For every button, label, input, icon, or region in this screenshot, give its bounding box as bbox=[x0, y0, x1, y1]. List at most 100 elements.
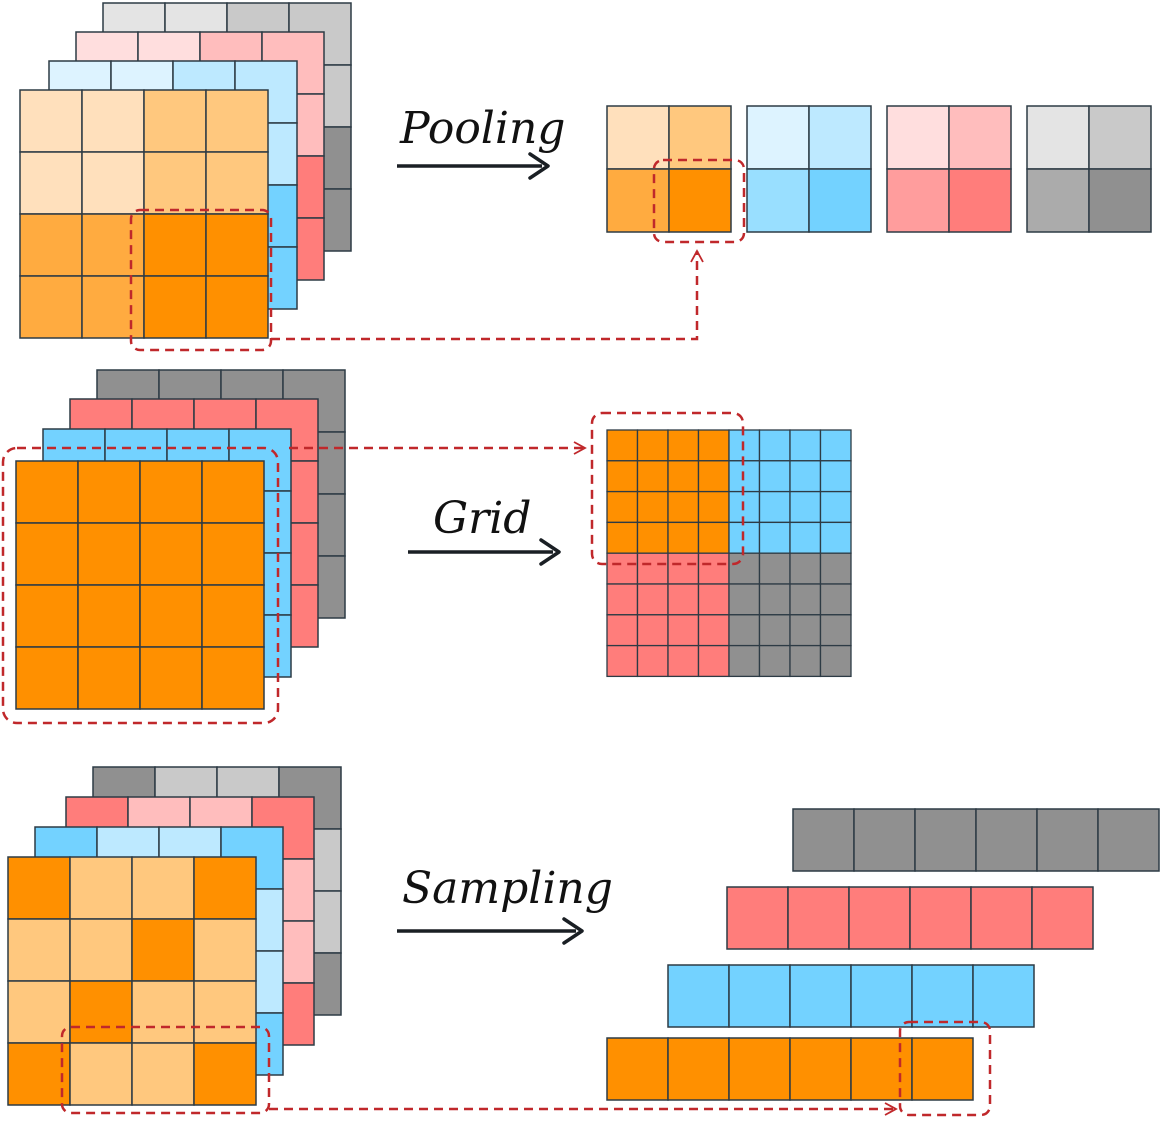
sampled-sequence-red-cell bbox=[787, 886, 850, 950]
grid-mosaic-cell bbox=[636, 429, 669, 462]
sampled-sequence-blue-cell bbox=[850, 964, 913, 1028]
pooling-layer-orange-cell bbox=[205, 151, 269, 215]
pooled-map-red-cell bbox=[886, 168, 950, 233]
sampled-sequence-red-cell bbox=[1031, 886, 1094, 950]
sampling-layer-orange-cell bbox=[69, 980, 133, 1044]
grid-mosaic-cell bbox=[819, 521, 852, 554]
grid-layer-orange-cell bbox=[77, 584, 141, 648]
pooled-map-orange-cell bbox=[668, 168, 732, 233]
sampled-sequence-orange-cell bbox=[728, 1037, 791, 1101]
pooled-map-red-cell bbox=[948, 105, 1012, 170]
sampled-sequence-blue-cell bbox=[667, 964, 730, 1028]
grid-mosaic-cell bbox=[667, 429, 700, 462]
sampled-sequence-gray-cell bbox=[1036, 808, 1099, 872]
grid-mosaic-cell bbox=[758, 429, 791, 462]
sampling-input-stack bbox=[7, 766, 342, 1106]
sampled-sequence-orange-cell bbox=[789, 1037, 852, 1101]
grid-mosaic-cell bbox=[758, 460, 791, 493]
grid-mosaic-cell bbox=[636, 552, 669, 585]
grid-mosaic-cell bbox=[758, 521, 791, 554]
pooled-map-red bbox=[886, 105, 1012, 233]
sampled-sequence-blue-cell bbox=[972, 964, 1035, 1028]
grid-mosaic-cell bbox=[789, 490, 822, 524]
grid-mosaic-cell bbox=[789, 583, 822, 616]
pooled-map-blue-cell bbox=[808, 168, 872, 233]
grid-section: Grid bbox=[1, 369, 852, 725]
pooled-map-gray bbox=[1026, 105, 1152, 233]
sampling-layer-orange-cell bbox=[131, 980, 195, 1044]
pooling-input-stack bbox=[19, 2, 352, 339]
sampled-sequence-blue-cell bbox=[911, 964, 974, 1028]
sampled-sequence-gray-cell bbox=[792, 808, 855, 872]
grid-mosaic-cell bbox=[697, 429, 730, 462]
grid-layer-orange-cell bbox=[201, 646, 265, 710]
grid-mosaic-cell bbox=[606, 552, 639, 585]
grid-mosaic-cell bbox=[697, 490, 730, 524]
sampled-sequence-orange-cell bbox=[850, 1037, 913, 1101]
pooling-layer-orange-cell bbox=[81, 151, 145, 215]
grid-layer-orange-cell bbox=[139, 460, 203, 524]
grid-mosaic-cell bbox=[606, 490, 639, 524]
grid-mosaic-cell bbox=[758, 644, 791, 678]
pooling-highlight bbox=[129, 158, 746, 352]
grid-mosaic-cell bbox=[758, 583, 791, 616]
grid-mosaic-cell bbox=[819, 552, 852, 585]
grid-mosaic-cell bbox=[697, 521, 730, 554]
grid-mosaic-cell bbox=[606, 644, 639, 678]
pooling-layer-orange-cell bbox=[81, 275, 145, 339]
pooling-layer-orange bbox=[19, 89, 269, 339]
grid-layer-orange-cell bbox=[15, 460, 79, 524]
grid-mosaic-cell bbox=[697, 583, 730, 616]
grid-mosaic-cell bbox=[697, 644, 730, 678]
sampling-layer-orange-cell bbox=[7, 856, 71, 920]
sampling-layer-orange-cell bbox=[193, 980, 257, 1044]
grid-mosaic-cell bbox=[789, 552, 822, 585]
grid-mosaic-cell bbox=[819, 490, 852, 524]
grid-mosaic-cell bbox=[636, 521, 669, 554]
sampled-sequence-gray-cell bbox=[853, 808, 916, 872]
grid-layer-orange-cell bbox=[201, 460, 265, 524]
sampled-sequence-orange-cell bbox=[606, 1037, 669, 1101]
grid-mosaic-cell bbox=[819, 460, 852, 493]
grid-mosaic-cell bbox=[636, 460, 669, 493]
sampling-layer-orange-cell bbox=[193, 856, 257, 920]
grid-layer-orange-cell bbox=[15, 522, 79, 586]
sampling-layer-orange-cell bbox=[7, 918, 71, 982]
grid-mosaic bbox=[606, 429, 852, 678]
pooling-section: Pooling bbox=[19, 2, 1152, 352]
pooled-map-gray-cell bbox=[1088, 105, 1152, 170]
grid-mosaic-cell bbox=[789, 429, 822, 462]
pooled-map-blue-cell bbox=[746, 105, 810, 170]
sampled-sequence-orange bbox=[606, 1037, 974, 1101]
pooled-map-gray-cell bbox=[1026, 105, 1090, 170]
grid-mosaic-cell bbox=[636, 490, 669, 524]
sampled-sequence-red-cell bbox=[970, 886, 1033, 950]
grid-mosaic-cell bbox=[758, 552, 791, 585]
grid-mosaic-cell bbox=[758, 614, 791, 647]
grid-mosaic-cell bbox=[667, 460, 700, 493]
pooling-layer-orange-cell bbox=[205, 275, 269, 339]
sampled-sequence-gray bbox=[792, 808, 1160, 872]
grid-mosaic-cell bbox=[819, 429, 852, 462]
grid-highlight bbox=[1, 411, 745, 725]
grid-input-stack bbox=[15, 369, 346, 710]
grid-mosaic-cell bbox=[819, 614, 852, 647]
sampling-layer-orange-cell bbox=[7, 980, 71, 1044]
grid-mosaic-cell bbox=[697, 552, 730, 585]
grid-mosaic-cell bbox=[728, 552, 761, 585]
grid-mosaic-cell bbox=[636, 583, 669, 616]
grid-layer-orange-cell bbox=[77, 460, 141, 524]
grid-mosaic-cell bbox=[667, 644, 700, 678]
pooling-layer-orange-cell bbox=[81, 213, 145, 277]
grid-mosaic-cell bbox=[728, 614, 761, 647]
sampled-sequence-blue bbox=[667, 964, 1035, 1028]
pooling-output-maps bbox=[606, 105, 1152, 233]
sampling-label: Sampling bbox=[402, 863, 613, 914]
grid-mosaic-cell bbox=[667, 521, 700, 554]
pooled-map-blue bbox=[746, 105, 872, 233]
pooling-layer-orange-cell bbox=[19, 213, 83, 277]
pooling-layer-orange-cell bbox=[19, 275, 83, 339]
sampling-arrow: Sampling bbox=[397, 863, 613, 945]
sampled-sequence-red-cell bbox=[848, 886, 911, 950]
